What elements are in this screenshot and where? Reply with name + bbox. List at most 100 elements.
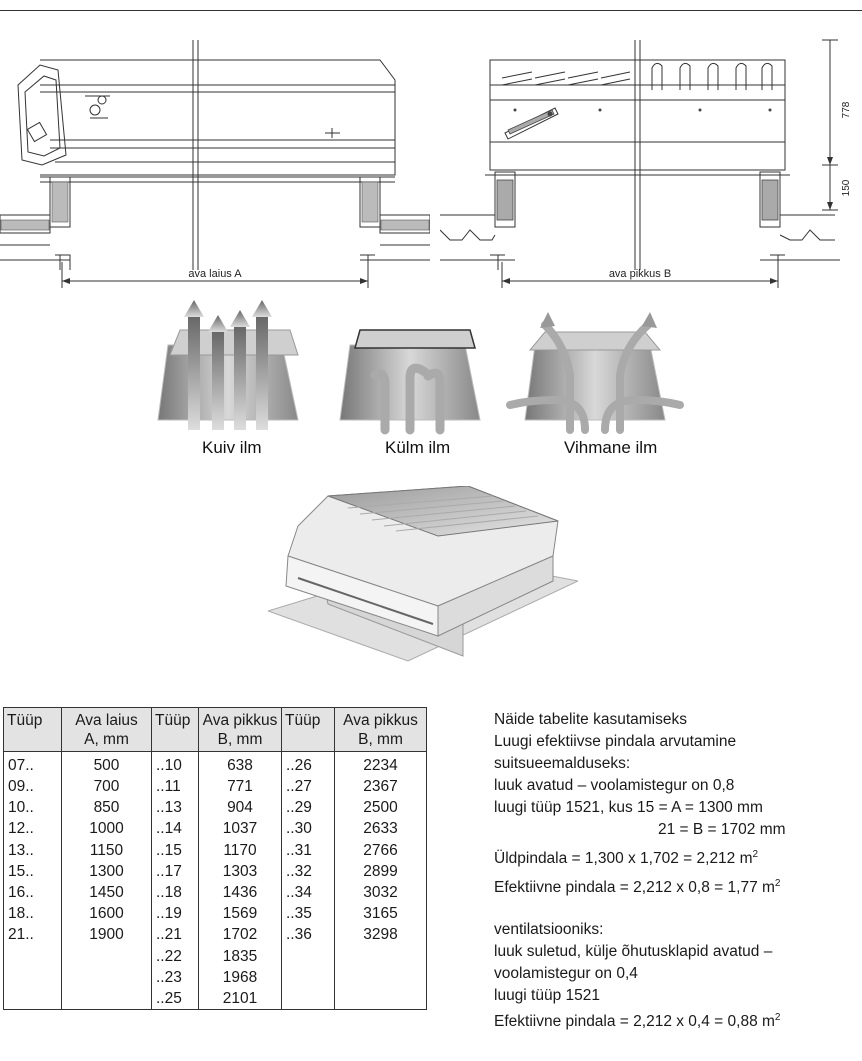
table-cell: 1900: [61, 924, 152, 946]
table-cell: ..36: [281, 924, 335, 946]
effective-area-smoke-line: Efektiivne pindala = 2,212 x 0,8 = 1,77 …: [494, 878, 781, 897]
table-cell: ..23: [151, 966, 199, 988]
table-cell: 904: [198, 797, 282, 819]
table-cell: ..35: [281, 903, 335, 925]
table-cell: 1835: [198, 945, 282, 967]
smoke-line-2: luugi tüüp 1521, kus 15 = A = 1300 mm: [494, 799, 763, 816]
vent-line-2: voolamistegur on 0,4: [494, 965, 638, 983]
curb-dimension-label: 150: [841, 179, 852, 196]
table-cell: 15..: [3, 860, 62, 882]
table-cell: 1037: [198, 818, 282, 840]
table-cell: 1150: [61, 839, 152, 861]
table-cell: 21..: [3, 924, 62, 946]
table-cell: 2367: [334, 776, 427, 798]
usage-example: Näide tabelite kasutamiseks Luugi efekti…: [494, 709, 862, 1033]
table-cell: 10..: [3, 797, 62, 819]
height-dimension-label: 778: [841, 101, 852, 118]
table-cell: 1000: [61, 818, 152, 840]
table-cell: 1600: [61, 903, 152, 925]
vent-heading: ventilatsiooniks:: [494, 921, 604, 939]
table-cell: [334, 987, 427, 1010]
table-cell: [334, 966, 427, 988]
table-cell: ..26: [281, 751, 335, 776]
dry-weather-icon: [157, 300, 299, 430]
table-cell: 1968: [198, 966, 282, 988]
hatch-isometric-illustration: [268, 486, 578, 662]
table-cell: ..15: [151, 839, 199, 861]
table-cell: [61, 945, 152, 967]
table-cell: 850: [61, 797, 152, 819]
top-rule: [0, 10, 862, 11]
weather-drawings: [157, 300, 684, 435]
width-section-drawing: ava laius A: [0, 40, 430, 288]
table-cell: ..29: [281, 797, 335, 819]
table-cell: 12..: [3, 818, 62, 840]
table-cell: 1300: [61, 860, 152, 882]
header-type-2: Tüüp: [151, 707, 199, 752]
table-cell: 16..: [3, 881, 62, 904]
table-cell: ..14: [151, 818, 199, 840]
table-cell: 771: [198, 776, 282, 798]
table-cell: ..19: [151, 903, 199, 925]
header-type-3: Tüüp: [281, 707, 335, 752]
table-cell: 18..: [3, 903, 62, 925]
table-cell: 13..: [3, 839, 62, 861]
table-cell: [3, 945, 62, 967]
table-cell: ..17: [151, 860, 199, 882]
table-cell: ..25: [151, 987, 199, 1010]
table-cell: 500: [61, 751, 152, 776]
length-section-drawing: ava pikkus B 778 150: [440, 39, 852, 288]
rain-weather-icon: [506, 312, 684, 434]
vent-line-3: luugi tüüp 1521: [494, 987, 601, 1005]
table-cell: ..13: [151, 797, 199, 819]
table-cell: ..30: [281, 818, 335, 840]
cold-weather-icon: [339, 329, 481, 435]
table-cell: ..22: [151, 945, 199, 967]
smoke-line-1: luuk avatud – voolamistegur on 0,8: [494, 777, 735, 794]
table-cell: 3298: [334, 924, 427, 946]
table-cell: 1436: [198, 881, 282, 904]
table-cell: 09..: [3, 776, 62, 798]
table-cell: ..34: [281, 881, 335, 904]
table-cell: 1702: [198, 924, 282, 946]
table-cell: [61, 966, 152, 988]
table-cell: ..10: [151, 751, 199, 776]
table-cell: [3, 966, 62, 988]
table-cell: ..11: [151, 776, 199, 798]
table-cell: 700: [61, 776, 152, 798]
table-cell: 3032: [334, 881, 427, 904]
table-cell: [334, 945, 427, 967]
table-cell: 2500: [334, 797, 427, 819]
width-dimension-label: ava laius A: [188, 268, 242, 280]
weather-illustrations: Kuiv ilm Külm ilm Vihmane ilm: [0, 300, 862, 465]
header-type-1: Tüüp: [3, 707, 62, 752]
cold-weather-label: Külm ilm: [385, 438, 451, 457]
smoke-heading: suitsueemalduseks:: [494, 755, 631, 772]
table-cell: [281, 945, 335, 967]
example-title: Näide tabelite kasutamiseks: [494, 711, 687, 728]
table-cell: 2633: [334, 818, 427, 840]
total-area-line: Üldpindala = 1,300 x 1,702 = 2,212 m2: [494, 849, 759, 868]
table-cell: ..31: [281, 839, 335, 861]
table-cell: 1569: [198, 903, 282, 925]
table-cell: ..27: [281, 776, 335, 798]
dry-weather-label: Kuiv ilm: [202, 438, 262, 457]
table-cell: 1303: [198, 860, 282, 882]
smoke-line-3: 21 = B = 1702 mm: [658, 821, 786, 838]
table-cell: [61, 987, 152, 1010]
length-dimension-label: ava pikkus B: [609, 268, 671, 280]
table-cell: 2899: [334, 860, 427, 882]
